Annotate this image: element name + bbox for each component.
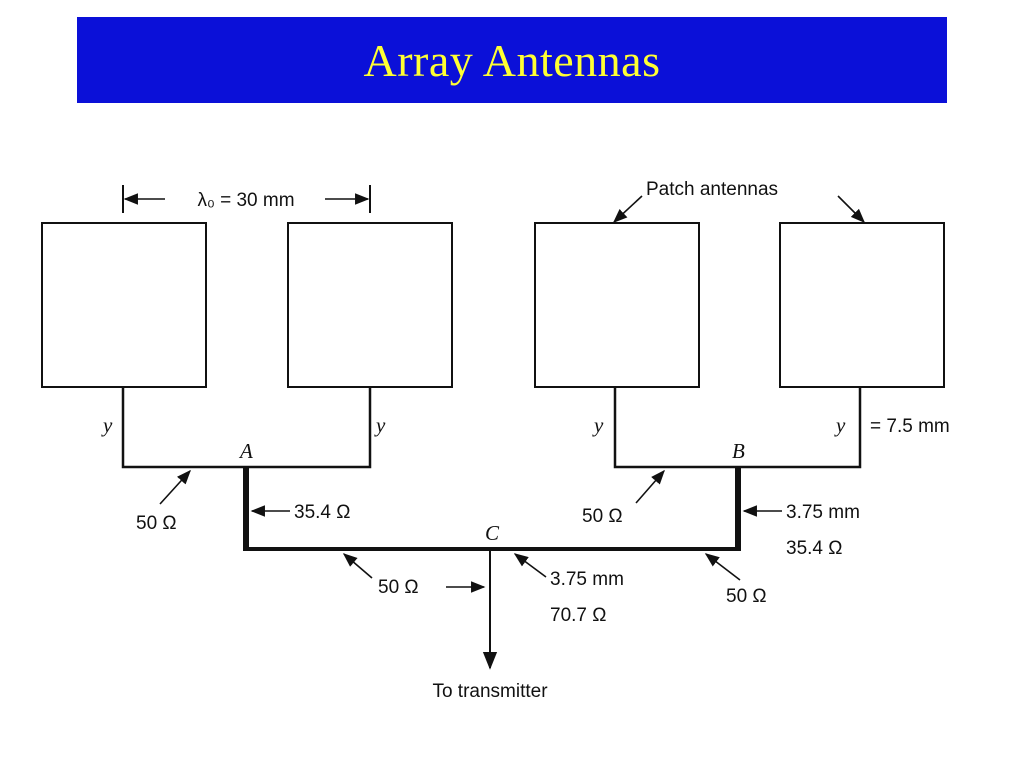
slide-title: Array Antennas <box>363 34 661 86</box>
node-b-label: B <box>732 439 745 463</box>
node-c-label: C <box>485 521 500 545</box>
patch-antenna-3 <box>534 222 700 388</box>
y-value-label: = 7.5 mm <box>870 416 950 437</box>
node-a-label: A <box>238 439 253 463</box>
center-width-arrow <box>513 553 547 578</box>
wavelength-label: λ₀ = 30 mm <box>197 190 294 211</box>
left-50-ohm-arrow <box>159 469 191 505</box>
bottom-left-50-ohm-arrow <box>342 553 373 579</box>
y-label-2: y <box>374 413 386 437</box>
right-50-ohm-arrow <box>635 469 665 504</box>
y-label-4: y <box>834 413 846 437</box>
right-width-label: 3.75 mm <box>786 502 860 523</box>
bottom-right-50-ohm-label: 50 Ω <box>726 586 767 607</box>
title-bar: Array Antennas <box>77 17 947 103</box>
left-50-ohm-label: 50 Ω <box>136 513 177 534</box>
to-transmitter-label: To transmitter <box>432 681 548 702</box>
right-50-ohm-label: 50 Ω <box>582 506 623 527</box>
center-width-label: 3.75 mm <box>550 569 624 590</box>
patch-antenna-1 <box>41 222 207 388</box>
patch-antenna-4 <box>779 222 945 388</box>
center-impedance-label: 70.7 Ω <box>550 605 606 626</box>
bottom-right-50-ohm-arrow <box>704 553 741 581</box>
patch-antennas-label: Patch antennas <box>646 179 778 200</box>
y-label-1: y <box>101 413 113 437</box>
right-35-ohm-label: 35.4 Ω <box>786 538 842 559</box>
patch-callout-left <box>612 195 643 223</box>
y-label-3: y <box>592 413 604 437</box>
patch-antenna-2 <box>287 222 453 388</box>
bottom-left-50-ohm-label: 50 Ω <box>378 577 419 598</box>
patch-callout-right <box>837 195 866 224</box>
left-35-ohm-label: 35.4 Ω <box>294 502 350 523</box>
